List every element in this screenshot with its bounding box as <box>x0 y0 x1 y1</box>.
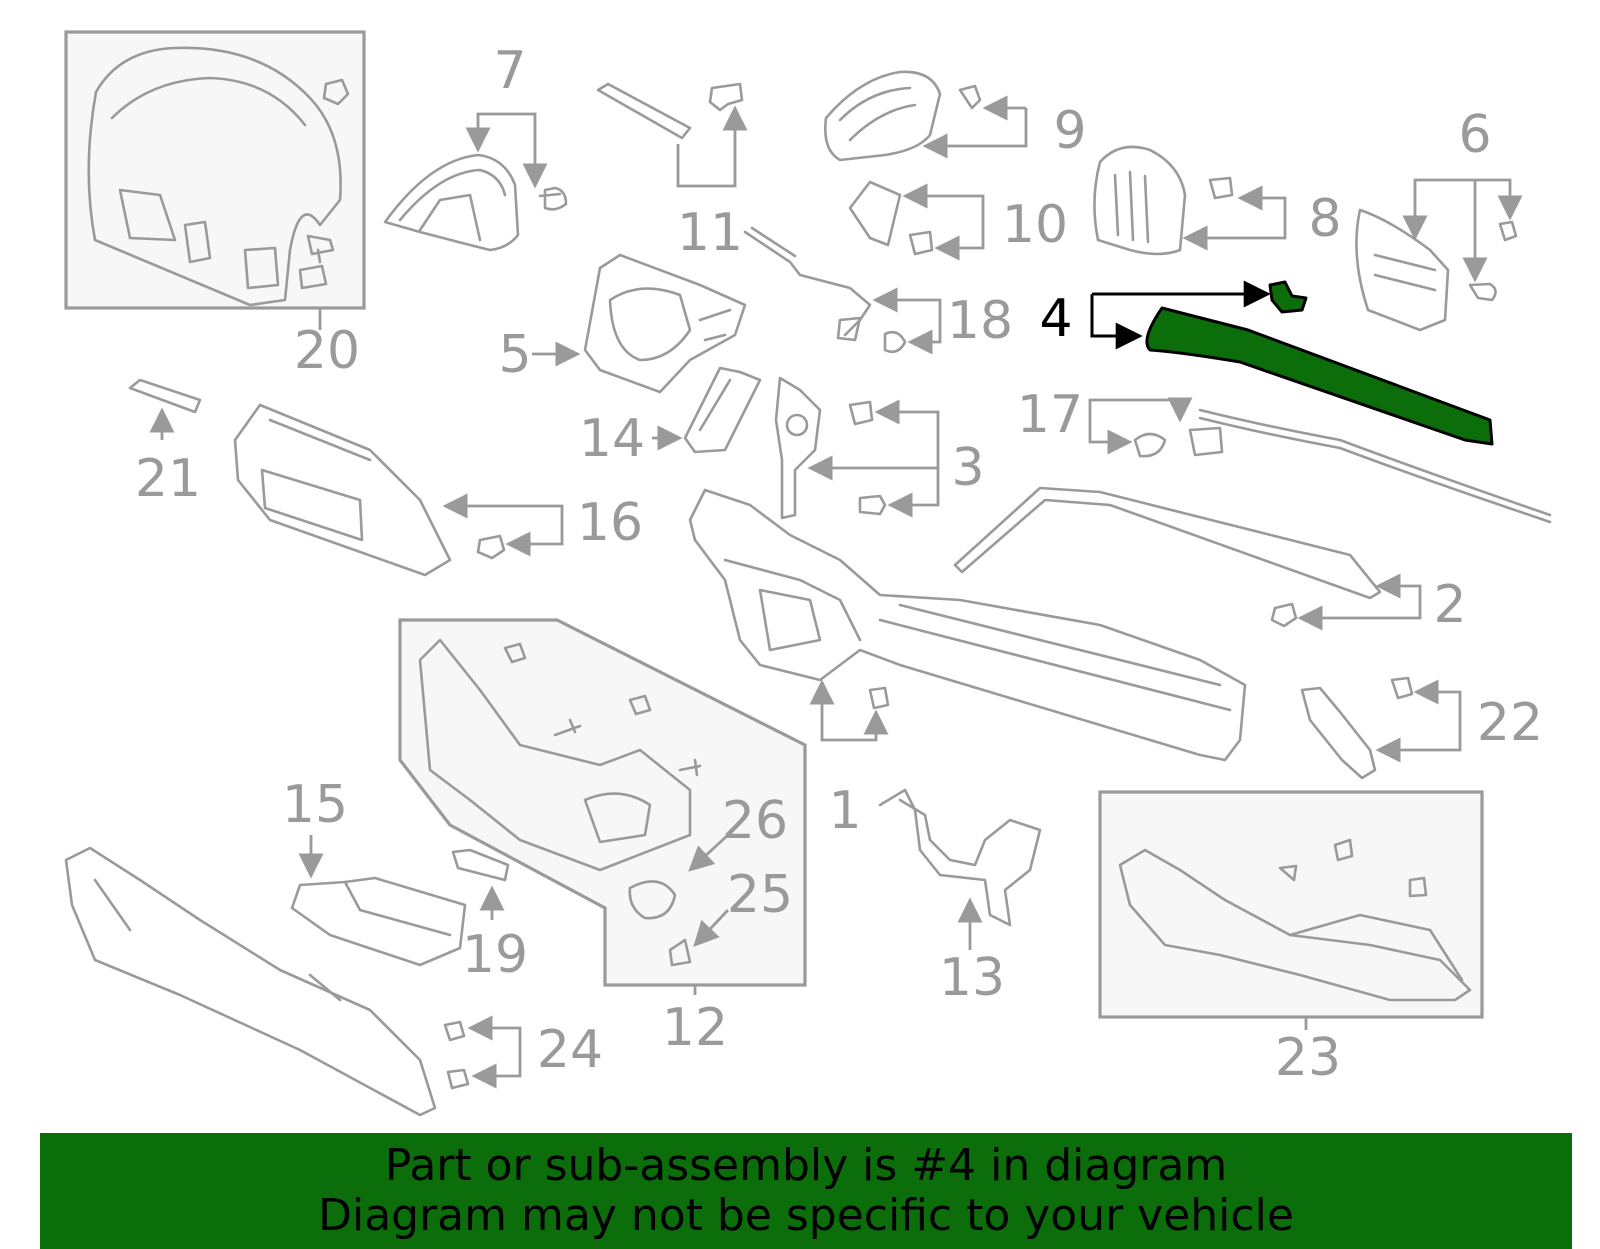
part-1-instrument-panel[interactable] <box>688 488 1247 762</box>
info-banner: Part or sub-assembly is #4 in diagram Di… <box>40 1133 1572 1249</box>
part-4-garnish-highlighted[interactable] <box>1090 280 1494 446</box>
callout-labels: 1 2 3 4 5 6 7 8 9 10 11 12 13 14 15 16 1… <box>135 41 1543 1088</box>
callout-1: 1 <box>828 781 861 841</box>
part-5-center-panel[interactable] <box>532 253 747 394</box>
banner-line-1: Part or sub-assembly is #4 in diagram <box>384 1140 1228 1191</box>
callout-14: 14 <box>579 409 645 469</box>
callout-20: 20 <box>294 321 360 381</box>
part-20-meter-visor[interactable] <box>64 30 366 310</box>
callout-3: 3 <box>951 438 984 498</box>
part-13-bracket[interactable] <box>878 788 1042 950</box>
part-9-center-vent-left[interactable] <box>824 70 1028 162</box>
part-23-glove-box[interactable] <box>1098 790 1484 1019</box>
callout-9: 9 <box>1053 101 1086 161</box>
callout-8: 8 <box>1308 189 1341 249</box>
callout-26: 26 <box>722 791 788 851</box>
part-11-trim-strip[interactable] <box>596 82 748 188</box>
part-21-cap[interactable] <box>128 378 202 440</box>
part-6-vent-right[interactable] <box>1355 178 1523 332</box>
part-3-bracket[interactable] <box>774 376 940 520</box>
part-15-module[interactable] <box>290 835 467 967</box>
part-22-side-trim[interactable] <box>1300 676 1462 780</box>
part-17-harness[interactable] <box>1088 397 1552 524</box>
callout-25: 25 <box>727 865 793 925</box>
part-14-trim[interactable] <box>652 366 762 454</box>
part-8-center-vent-right[interactable] <box>1093 145 1287 256</box>
callout-19: 19 <box>462 925 528 985</box>
callout-15: 15 <box>282 775 348 835</box>
callout-5: 5 <box>498 325 531 385</box>
part-2-dash-strip[interactable] <box>953 486 1422 631</box>
part-10-bracket[interactable] <box>848 180 985 261</box>
callout-12: 12 <box>662 998 728 1058</box>
callout-2: 2 <box>1433 575 1466 635</box>
part-16-lower-panel[interactable] <box>233 403 564 577</box>
part-12-console-assembly[interactable] <box>398 618 807 987</box>
callout-21: 21 <box>135 449 201 509</box>
callout-13: 13 <box>939 948 1005 1008</box>
callout-7: 7 <box>493 41 526 101</box>
callout-17: 17 <box>1017 385 1083 445</box>
callout-16: 16 <box>577 493 643 553</box>
callout-11: 11 <box>677 203 743 263</box>
part-19-cap[interactable] <box>451 848 510 920</box>
callout-24: 24 <box>537 1020 603 1080</box>
callout-10: 10 <box>1002 195 1068 255</box>
callout-6: 6 <box>1458 105 1491 165</box>
callout-22: 22 <box>1477 693 1543 753</box>
banner-line-2: Diagram may not be specific to your vehi… <box>318 1190 1294 1241</box>
part-7-vent-left[interactable] <box>383 112 568 252</box>
callout-18: 18 <box>947 291 1013 351</box>
callout-4: 4 <box>1039 289 1072 349</box>
part-24-lower-cover[interactable] <box>64 846 522 1117</box>
part-18-harness[interactable] <box>743 226 942 355</box>
callout-23: 23 <box>1275 1028 1341 1088</box>
